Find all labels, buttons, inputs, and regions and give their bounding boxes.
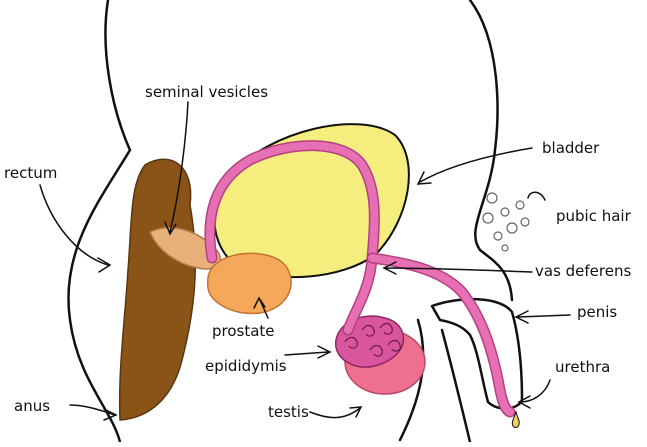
label-pubic-hair: pubic hair	[556, 207, 632, 225]
arrow-epididymis	[285, 346, 330, 358]
pubic-hair-doodles	[483, 193, 529, 251]
label-bladder: bladder	[542, 139, 600, 157]
label-testis: testis	[268, 403, 309, 421]
arrow-urethra	[519, 380, 550, 408]
label-prostate: prostate	[212, 322, 275, 340]
label-epididymis: epididymis	[205, 357, 287, 375]
label-seminal-vesicles: seminal vesicles	[145, 83, 268, 101]
leg-contour	[442, 330, 470, 442]
rectum-shape	[120, 159, 196, 420]
label-vas-deferens: vas deferens	[535, 262, 631, 280]
arrow-pubic-hair	[528, 192, 545, 200]
prostate-shape	[208, 253, 292, 313]
arrow-testis	[310, 407, 361, 418]
label-urethra: urethra	[555, 358, 610, 376]
arrow-bladder	[418, 148, 532, 184]
label-rectum: rectum	[4, 164, 57, 182]
arrow-anus	[70, 405, 116, 420]
label-anus: anus	[14, 397, 50, 415]
label-penis: penis	[577, 303, 617, 321]
front-contour	[470, 0, 512, 300]
arrow-penis	[516, 311, 570, 323]
